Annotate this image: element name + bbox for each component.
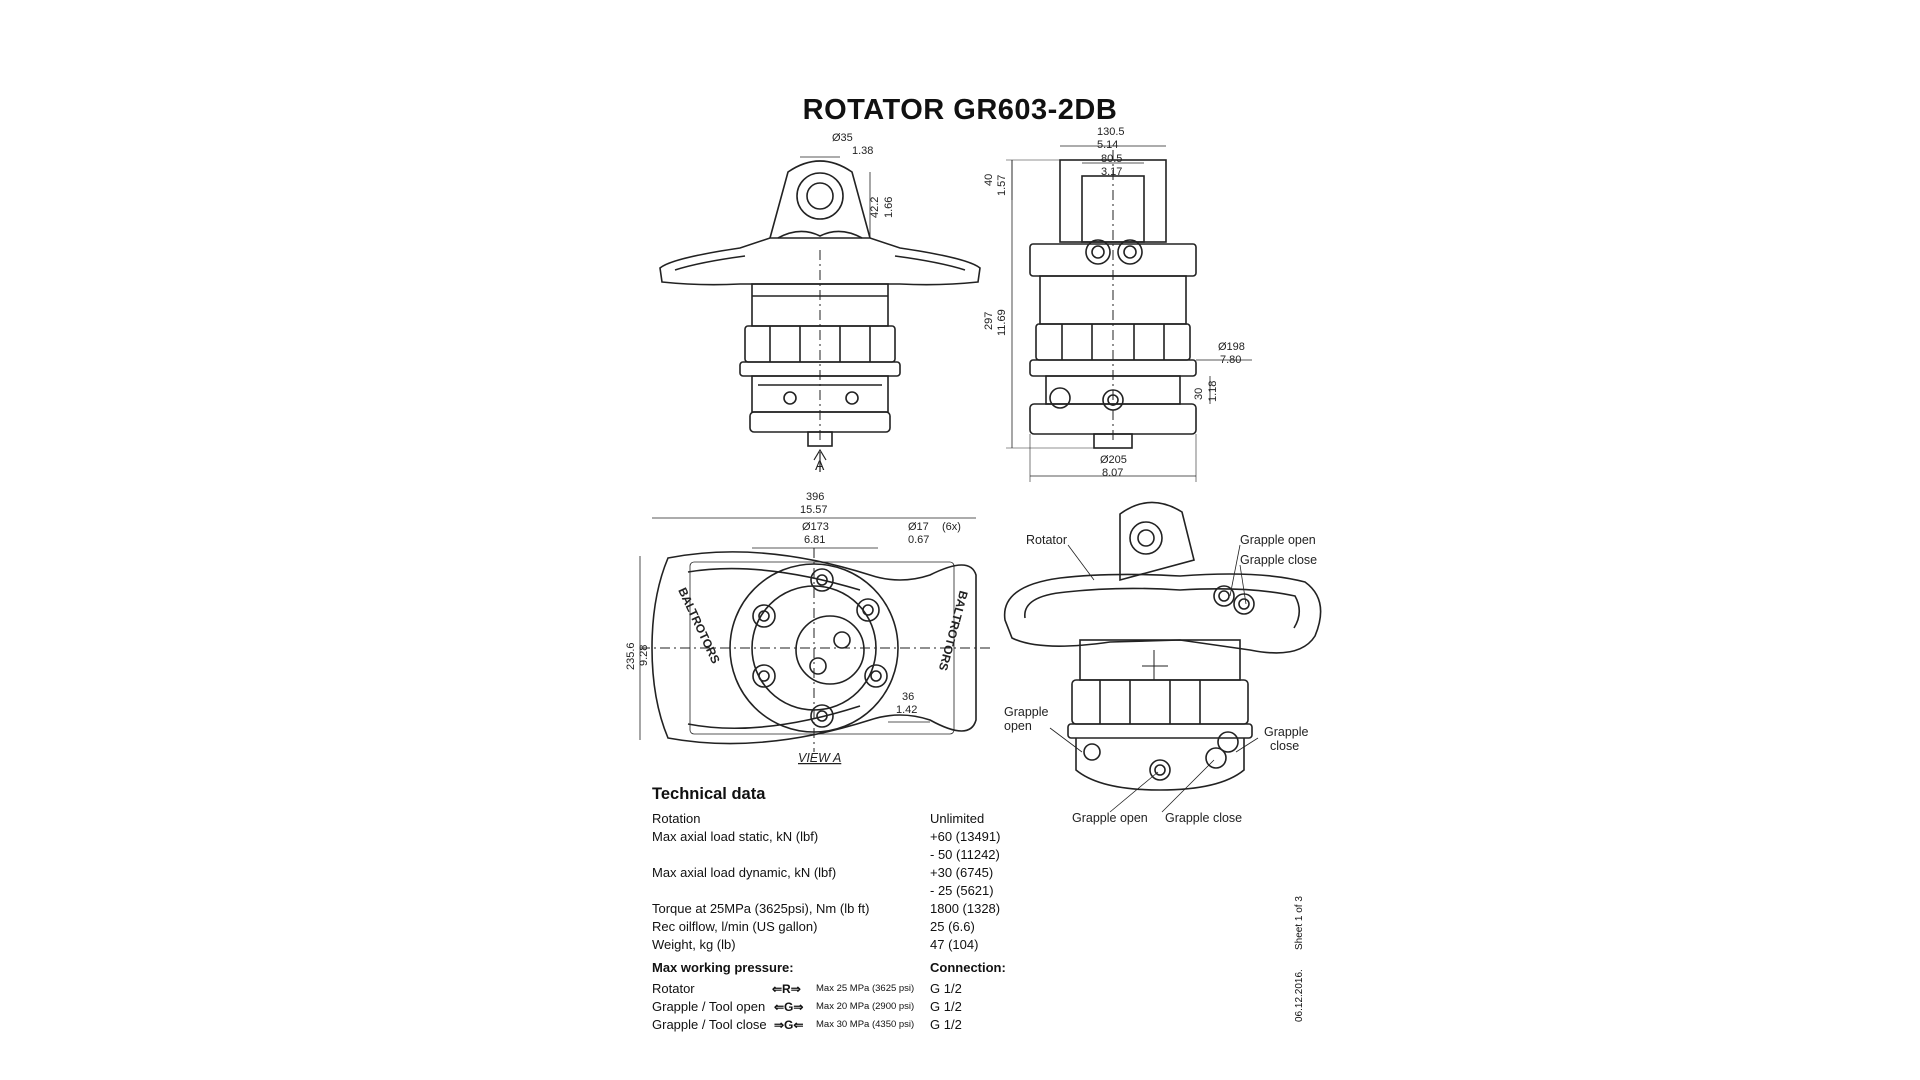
tech-row: - 50 (11242) — [652, 846, 1072, 864]
dim-hole-count: (6x) — [942, 521, 961, 533]
dim-width-outer: 130.5 — [1097, 126, 1125, 138]
technical-data: Technical data Rotation Unlimited Max axi… — [652, 785, 1072, 954]
dim-height-total: 235.6 — [625, 642, 637, 670]
dim-top-h: 40 — [983, 174, 995, 186]
tech-label: Rec oilflow, l/min (US gallon) — [652, 919, 818, 934]
side-view — [1006, 145, 1252, 482]
tech-row: Max axial load dynamic, kN (lbf) +30 (674… — [652, 864, 1072, 882]
connection-heading: Connection: — [930, 960, 1006, 975]
pressure-label: Grapple / Tool close — [652, 1017, 767, 1032]
tech-label: Max axial load dynamic, kN (lbf) — [652, 865, 837, 880]
tech-row: Max axial load static, kN (lbf) +60 (1349… — [652, 828, 1072, 846]
pressure-value: Max 25 MPa (3625 psi) — [816, 983, 915, 994]
dim-bolt-circle-in: 6.81 — [804, 534, 825, 546]
tech-label: Max axial load static, kN (lbf) — [652, 829, 819, 844]
pressure-row: Grapple / Tool close ⇒G⇐ Max 30 MPa (435… — [652, 1016, 1072, 1034]
dim-height-total-in: 9.28 — [638, 645, 650, 666]
callout-grapple-open-bottom: Grapple open — [1072, 811, 1148, 825]
bolt-hole-icon — [810, 568, 834, 592]
dim-offset-in: 1.42 — [896, 704, 917, 716]
pressure-heading: Max working pressure: — [652, 960, 794, 975]
pin-hole-icon — [1129, 521, 1163, 555]
connection-value: G 1/2 — [930, 1017, 962, 1032]
tech-row: Torque at 25MPa (3625psi), Nm (lb ft) 180… — [652, 900, 1072, 918]
dim-hole-dia: Ø17 — [908, 521, 929, 533]
port-icon — [1117, 239, 1143, 265]
tech-row: Rotation Unlimited — [652, 810, 1072, 828]
tech-label: Torque at 25MPa (3625psi), Nm (lb ft) — [652, 901, 870, 916]
pressure-row: Grapple / Tool open ⇐G⇒ Max 20 MPa (2900… — [652, 998, 1072, 1016]
callout-rotator: Rotator — [1026, 533, 1067, 547]
tech-value: 47 (104) — [930, 937, 979, 952]
view-marker-a: A — [815, 457, 825, 473]
tech-value: +60 (13491) — [930, 829, 1001, 844]
front-view — [659, 156, 981, 472]
isometric-view — [1003, 501, 1322, 813]
callout-grapple-open-left-1: Grapple — [1004, 705, 1049, 719]
dim-pin-dia-in: 1.38 — [852, 145, 873, 157]
port-icon — [1085, 239, 1111, 265]
dim-pin-height-in: 1.66 — [883, 197, 895, 218]
connection-value: G 1/2 — [930, 981, 962, 996]
tech-value: Unlimited — [930, 811, 985, 826]
callout-grapple-close-top: Grapple close — [1240, 553, 1317, 567]
tech-value: 25 (6.6) — [930, 919, 975, 934]
dim-len-total: 396 — [806, 491, 824, 503]
dim-top-h-in: 1.57 — [996, 175, 1008, 196]
brand-text-right: BALTROTORS — [936, 589, 971, 672]
pressure-value: Max 20 MPa (2900 psi) — [816, 1001, 915, 1012]
tech-row: - 25 (5621) — [652, 882, 1072, 900]
dim-flange-dia-in: 7.80 — [1220, 354, 1241, 366]
tech-value: - 50 (11242) — [930, 847, 1000, 862]
technical-data-heading: Technical data — [652, 785, 766, 803]
callout-grapple-close-right-1: Grapple — [1264, 725, 1309, 739]
tech-row: Weight, kg (lb) 47 (104) — [652, 936, 1072, 954]
callout-grapple-close-right-2: close — [1270, 739, 1299, 753]
dim-pin-height: 42.2 — [869, 197, 881, 218]
pressure-row: Rotator ⇐R⇒ Max 25 MPa (3625 psi) G 1/2 — [652, 980, 1072, 998]
sheet-number: Sheet 1 of 3 — [1294, 896, 1305, 950]
dim-flange-dia: Ø198 — [1218, 341, 1245, 353]
drawing-title: ROTATOR GR603-2DB — [802, 94, 1118, 126]
tech-value: 1800 (1328) — [930, 901, 1001, 916]
pressure-value: Max 30 MPa (4350 psi) — [816, 1019, 915, 1030]
dim-width-outer-in: 5.14 — [1097, 139, 1118, 151]
dim-width-inner: 80.5 — [1101, 153, 1122, 165]
tech-label: Rotation — [652, 811, 701, 826]
view-a — [639, 517, 992, 752]
dim-pin-dia: Ø35 — [832, 132, 853, 144]
pressure-label: Rotator — [652, 981, 695, 996]
sheet-date: 06.12.2016. — [1294, 969, 1305, 1022]
dim-base-dia-in: 8.07 — [1102, 467, 1123, 479]
pressure-header: Max working pressure: Connection: — [652, 960, 1072, 980]
dim-base-dia: Ø205 — [1100, 454, 1127, 466]
dim-offset: 36 — [902, 691, 914, 703]
dim-lower-h: 30 — [1193, 388, 1205, 400]
view-a-label: VIEW A — [798, 751, 841, 765]
tech-value: - 25 (5621) — [930, 883, 994, 898]
pin-hole-icon — [796, 172, 844, 220]
dim-hole-dia-in: 0.67 — [908, 534, 929, 546]
dim-total-h: 297 — [983, 312, 995, 330]
tech-label: Weight, kg (lb) — [652, 937, 736, 952]
pressure-label: Grapple / Tool open — [652, 999, 766, 1014]
connection-value: G 1/2 — [930, 999, 962, 1014]
dim-bolt-circle: Ø173 — [802, 521, 829, 533]
dim-width-inner-in: 3.17 — [1101, 166, 1122, 178]
dim-total-h-in: 11.69 — [996, 309, 1008, 336]
brand-text-left: BALTROTORS — [675, 585, 722, 665]
flow-symbol-icon: ⇒G⇐ — [774, 1018, 804, 1032]
flow-symbol-icon: ⇐R⇒ — [772, 982, 801, 996]
tech-value: +30 (6745) — [930, 865, 994, 880]
flow-symbol-icon: ⇐G⇒ — [774, 1000, 804, 1014]
tech-row: Rec oilflow, l/min (US gallon) 25 (6.6) — [652, 918, 1072, 936]
callout-grapple-close-bottom: Grapple close — [1165, 811, 1242, 825]
callout-grapple-open-left-2: open — [1004, 719, 1032, 733]
working-pressure: Max working pressure: Connection: Rotato… — [652, 960, 1072, 1034]
dim-lower-h-in: 1.18 — [1207, 381, 1219, 402]
dim-len-total-in: 15.57 — [800, 504, 828, 516]
callout-grapple-open-top: Grapple open — [1240, 533, 1316, 547]
